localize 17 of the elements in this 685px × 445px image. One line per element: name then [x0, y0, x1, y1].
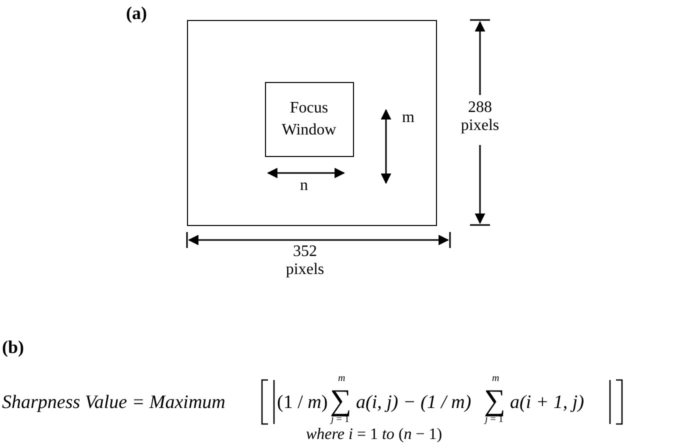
formula-text: Sharpness Value = Maximum: [2, 393, 226, 414]
node-label: Focus Window: [280, 98, 338, 140]
dimension-label: m: [402, 109, 414, 127]
sum-symbol: ∑: [330, 384, 352, 417]
panel-label: (a): [126, 4, 147, 24]
formula-text: (1 / m): [277, 393, 328, 414]
summation-limit: m: [492, 373, 500, 384]
sum-symbol: ∑: [484, 384, 506, 417]
dimension-label: 352 pixels: [284, 243, 326, 278]
formula-text: where i = 1 to (n − 1): [306, 426, 442, 444]
dimension-label: n: [300, 177, 308, 195]
summation-limit: m: [338, 373, 346, 384]
formula-text: a(i, j) − (1 / m): [356, 393, 472, 414]
formula-text: a(i + 1, j): [510, 393, 584, 414]
panel-label: (b): [2, 338, 24, 358]
focus-window-box: [264, 82, 354, 156]
image-frame: [187, 20, 437, 226]
